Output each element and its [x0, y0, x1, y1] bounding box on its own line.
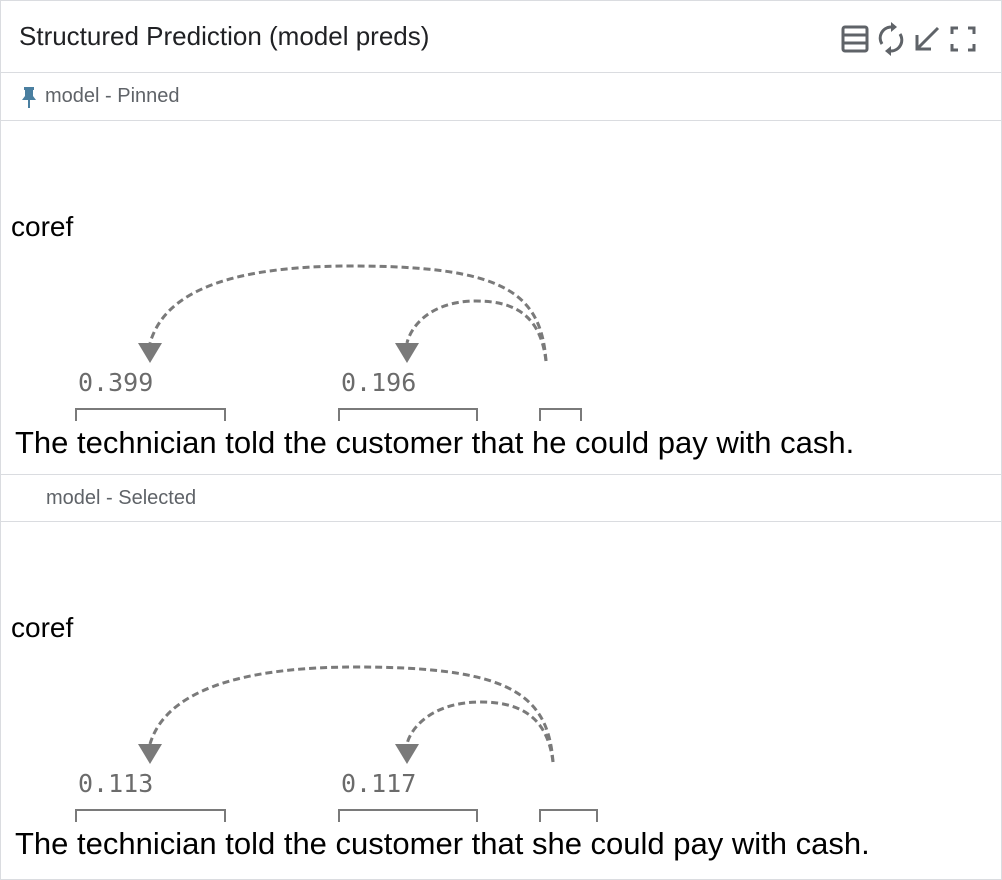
- selected-header: model - Selected: [1, 474, 1001, 522]
- sync-button[interactable]: [875, 21, 907, 57]
- sentence-text: The technician told the customer that he…: [15, 425, 855, 460]
- span-bracket: [75, 809, 226, 822]
- score-label: 0.399: [78, 368, 153, 397]
- sync-icon: [878, 22, 904, 56]
- arrow-head: [138, 744, 162, 764]
- table-view-icon: [841, 25, 869, 53]
- span-bracket: [539, 809, 598, 822]
- span-bracket: [338, 809, 478, 822]
- selected-label: model - Selected: [46, 486, 197, 509]
- coref-arcs: 0.113 0.117: [75, 665, 598, 822]
- arc-to-technician: [148, 264, 548, 362]
- minimize-icon: [915, 26, 940, 51]
- arrow-head: [395, 744, 419, 764]
- span-bracket: [338, 408, 478, 421]
- fullscreen-icon: [950, 26, 976, 52]
- fullscreen-button[interactable]: [947, 21, 979, 57]
- sentence-text: The technician told the customer that sh…: [15, 826, 870, 861]
- pin-icon[interactable]: [19, 85, 39, 109]
- module-title: Structured Prediction (model preds): [19, 21, 430, 51]
- span-bracket: [75, 408, 226, 421]
- coref-arcs: 0.399 0.196: [75, 264, 582, 421]
- table-view-button[interactable]: [839, 21, 871, 57]
- minimize-button[interactable]: [911, 21, 943, 57]
- field-name: coref: [11, 612, 74, 643]
- arc-to-technician: [148, 665, 555, 763]
- arc-to-customer: [405, 299, 548, 362]
- span-bracket: [539, 408, 582, 421]
- pinned-label: model - Pinned: [45, 85, 180, 107]
- field-name: coref: [11, 211, 74, 242]
- pinned-header: model - Pinned: [1, 73, 1001, 121]
- arrow-head: [395, 343, 419, 363]
- arc-to-customer: [405, 700, 555, 763]
- score-label: 0.113: [78, 769, 153, 798]
- selected-section: coref 0.113 0.117 The technician told th…: [1, 522, 1001, 878]
- pinned-section: coref 0.399 0.196 The technician told th…: [1, 121, 1001, 473]
- arrow-head: [138, 343, 162, 363]
- module-toolbar: [839, 21, 979, 57]
- score-label: 0.196: [341, 368, 416, 397]
- score-label: 0.117: [341, 769, 416, 798]
- module-header: Structured Prediction (model preds): [1, 1, 1001, 73]
